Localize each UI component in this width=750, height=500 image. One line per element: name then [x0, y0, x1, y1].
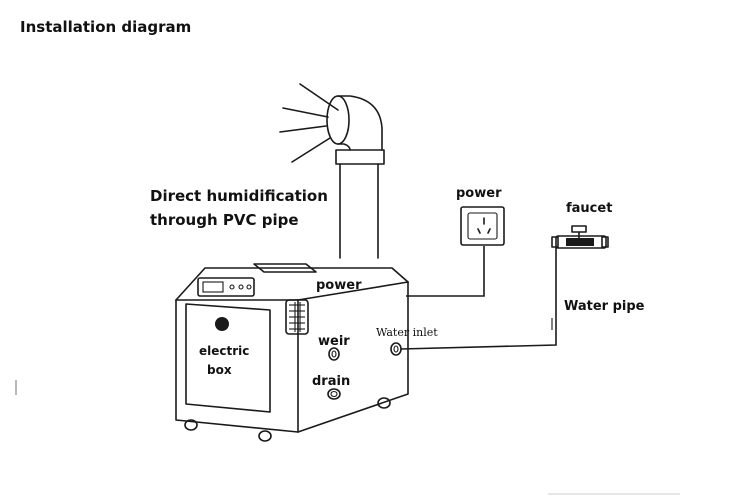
label-direct-humidification-line1: Direct humidification	[150, 187, 328, 205]
label-power-socket: power	[456, 186, 502, 201]
mist-rays	[279, 83, 339, 163]
power-cord	[406, 246, 485, 297]
label-direct-humidification-line2: through PVC pipe	[150, 211, 299, 229]
label-box: box	[207, 363, 232, 377]
label-water-pipe: Water pipe	[564, 299, 645, 314]
label-drain: drain	[312, 374, 351, 389]
diagram-title: Installation diagram	[20, 18, 192, 36]
pvc-pipe	[326, 95, 385, 259]
label-weir: weir	[318, 334, 350, 349]
water-pipe-line	[400, 247, 557, 350]
label-water-inlet: Water inlet	[376, 326, 438, 339]
label-electric: electric	[199, 344, 250, 358]
wall-power-socket	[460, 206, 505, 246]
label-faucet: faucet	[566, 201, 613, 216]
humidifier-unit	[175, 263, 409, 442]
faucet-valve	[551, 225, 609, 249]
label-power-inlet: power	[316, 278, 362, 293]
